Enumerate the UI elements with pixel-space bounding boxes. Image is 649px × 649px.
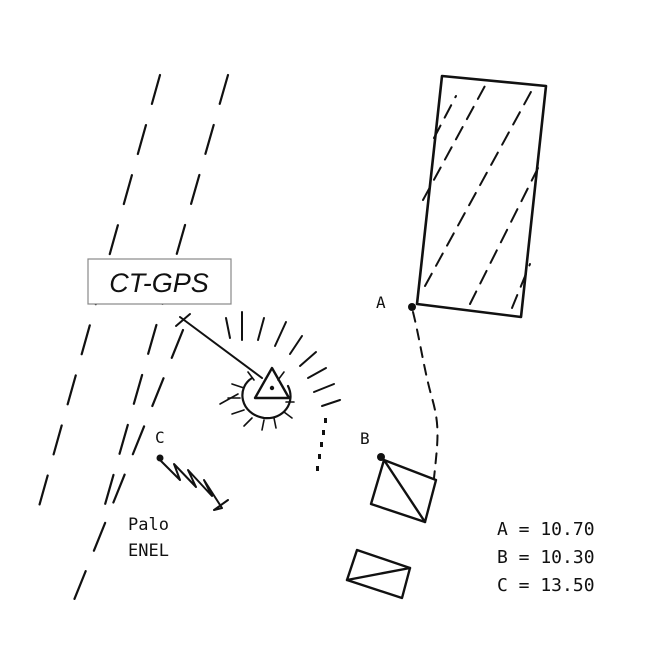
manhole-box-b	[369, 458, 438, 524]
heights-legend: A = 10.70 B = 10.30 C = 13.50	[497, 519, 595, 596]
pole-label-line2: ENEL	[128, 541, 169, 561]
point-c-marker	[156, 454, 164, 462]
station-leader-line	[179, 316, 263, 379]
point-a-label: A	[376, 293, 386, 312]
a-to-box-dashed-line	[412, 311, 439, 479]
triangle-benchmark-icon	[253, 366, 291, 400]
building-hatched	[415, 74, 548, 319]
manhole-box-lower	[345, 548, 412, 600]
station-leader-tick	[175, 313, 191, 327]
height-c: C = 13.50	[497, 575, 595, 596]
point-b-label: B	[360, 429, 370, 448]
station-marker	[219, 366, 295, 431]
embankment-hachures	[225, 311, 341, 407]
point-b-marker	[377, 453, 385, 461]
point-a-marker	[408, 303, 416, 311]
height-a: A = 10.70	[497, 519, 595, 540]
pole-zigzag	[159, 459, 229, 511]
station-label: CT-GPS	[109, 268, 209, 298]
height-b: B = 10.30	[497, 547, 595, 568]
point-c-label: C	[155, 428, 165, 447]
pole-label-line1: Palo	[128, 515, 169, 535]
embankment-dots	[316, 418, 327, 471]
station-label-box: CT-GPS	[87, 258, 232, 305]
